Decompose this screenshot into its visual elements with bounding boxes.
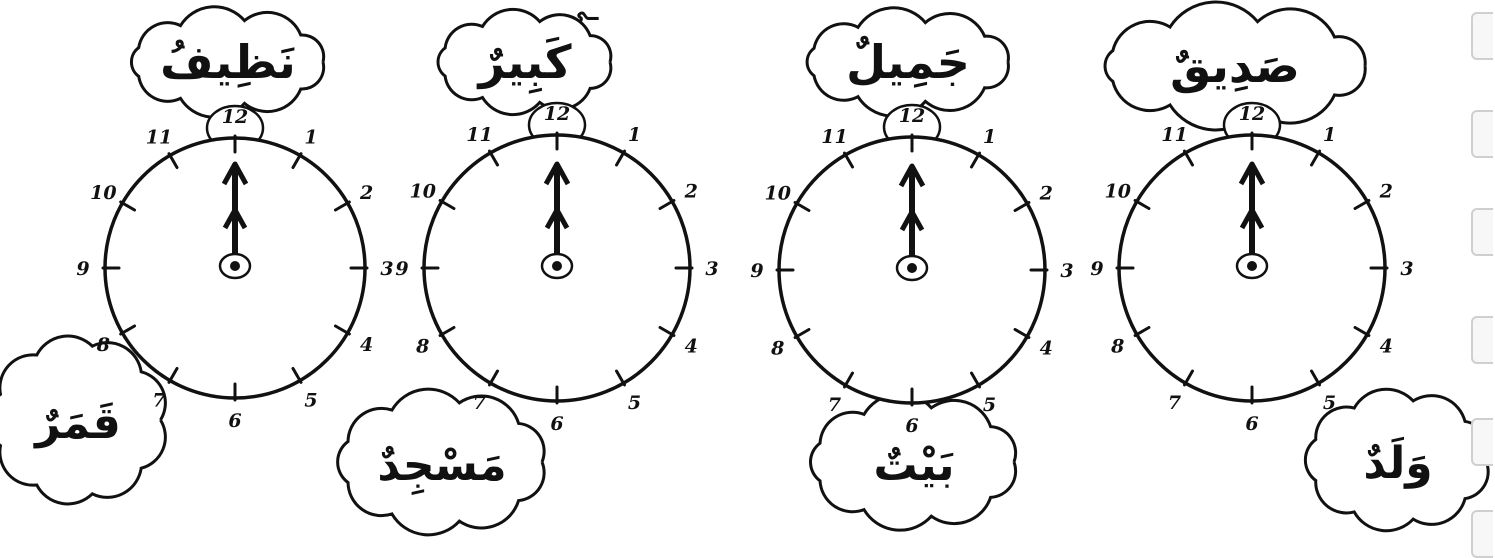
side-tab [1471, 510, 1493, 558]
top-word-label: جَمِيلٌ [846, 35, 970, 89]
hour-number: 2 [684, 181, 698, 203]
hour-number: 4 [1040, 338, 1053, 360]
hour-number: 8 [96, 334, 110, 356]
side-tab [1471, 12, 1493, 60]
hour-number: 10 [410, 181, 436, 203]
hour-number: 9 [395, 258, 408, 280]
hour-number: 7 [473, 392, 486, 414]
side-tab [1471, 418, 1493, 466]
center-pin [907, 263, 917, 273]
hour-number: 6 [228, 410, 241, 432]
side-tab [1471, 208, 1493, 256]
hour-number: 6 [905, 415, 918, 437]
hour-number: 6 [1245, 413, 1258, 435]
hour-number: 9 [750, 260, 763, 282]
hour-number: 12 [222, 106, 248, 128]
hour-number: 8 [1110, 336, 1124, 358]
hour-number: 2 [359, 182, 373, 204]
hour-number: 10 [765, 183, 791, 205]
hour-number: 8 [770, 338, 784, 360]
center-pin [1247, 261, 1257, 271]
hour-number: 9 [76, 258, 89, 280]
hour-number: 2 [1039, 183, 1053, 205]
hour-number: 1 [1323, 124, 1336, 146]
clock-group: نَظِيفُقَمَرٌ121234567891011 [0, 7, 394, 504]
bottom-word-label: قَمَرٌ [33, 398, 121, 449]
hour-number: 10 [90, 182, 116, 204]
top-word-label: صَدِيقٌ [1170, 39, 1300, 93]
hour-number: 3 [380, 258, 393, 280]
hour-number: 5 [304, 390, 317, 412]
hour-number: 5 [1323, 392, 1336, 414]
hour-number: 1 [304, 126, 317, 148]
center-pin [552, 261, 562, 271]
bottom-word-label: بَيْتٌ [873, 440, 954, 491]
hour-number: 11 [1161, 124, 1187, 146]
bottom-word-label: مَسْجِدٌ [377, 440, 506, 496]
hour-number: 11 [146, 126, 172, 148]
hour-number: 3 [1400, 258, 1413, 280]
hour-number: 7 [152, 390, 165, 412]
hour-number: 6 [550, 413, 563, 435]
hour-number: 12 [899, 105, 925, 127]
hour-number: 1 [628, 124, 641, 146]
side-tab [1471, 110, 1493, 158]
hour-number: 7 [828, 394, 841, 416]
hour-number: 12 [544, 103, 570, 125]
hour-number: 10 [1105, 181, 1131, 203]
center-pin [230, 261, 240, 271]
hour-number: 3 [705, 258, 718, 280]
hour-number: 5 [983, 394, 996, 416]
top-word-label: كَبِيرٌ [477, 35, 572, 94]
hour-number: 4 [1380, 336, 1393, 358]
top-word-label: نَظِيفُ [160, 35, 296, 89]
hour-number: 3 [1060, 260, 1073, 282]
bottom-word-label: وَلَدٌ [1363, 436, 1432, 489]
clocks-layer: نَظِيفُقَمَرٌ121234567891011كَبِيرٌمَسْج… [0, 2, 1488, 535]
hour-number: 4 [685, 336, 698, 358]
hour-number: 11 [466, 124, 492, 146]
hour-number: 7 [1168, 392, 1181, 414]
hour-number: 8 [415, 336, 429, 358]
hour-number: 9 [1090, 258, 1103, 280]
hour-number: 12 [1239, 103, 1265, 125]
hour-number: 1 [983, 126, 996, 148]
hour-number: 2 [1379, 181, 1393, 203]
hour-number: 4 [360, 334, 373, 356]
side-tab [1471, 316, 1493, 364]
hour-number: 5 [628, 392, 641, 414]
worksheet-canvas: ـي نَظِيفُقَمَرٌ121234567891011كَبِيرٌمَ… [0, 0, 1495, 540]
hour-number: 11 [821, 126, 847, 148]
